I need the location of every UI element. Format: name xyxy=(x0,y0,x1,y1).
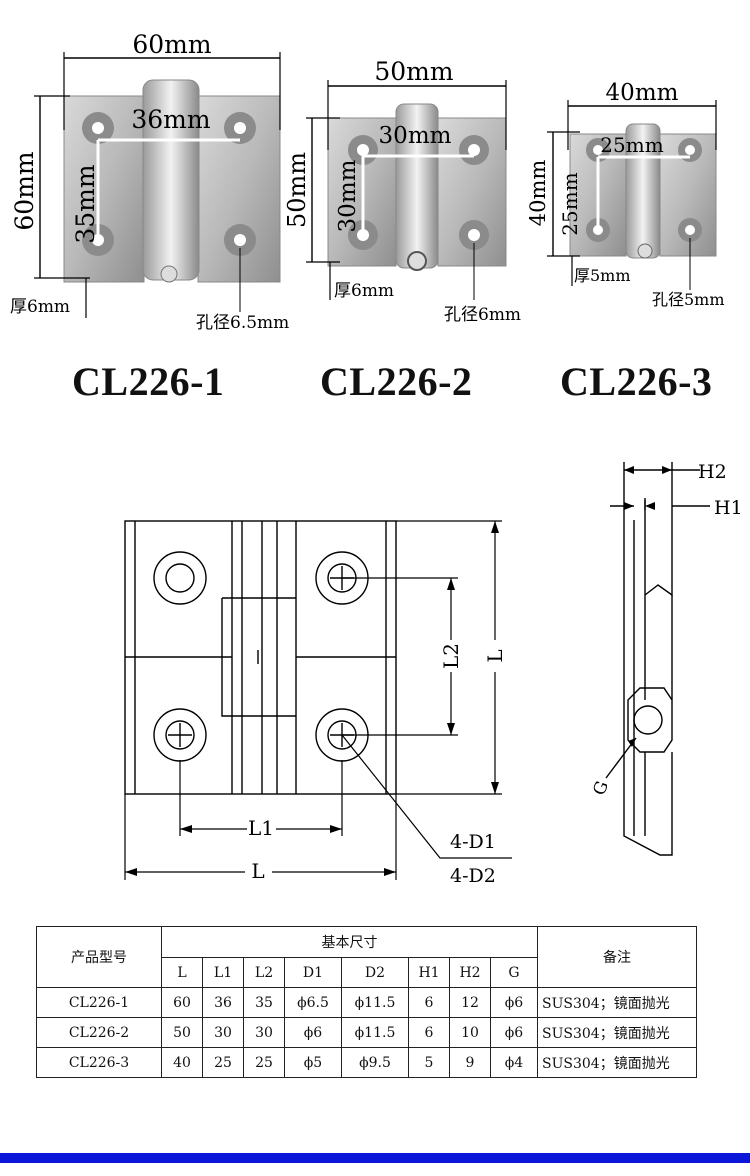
dim-label-d2: 4-D2 xyxy=(450,865,496,887)
width-label: 40mm xyxy=(606,80,679,106)
cell-d1: ϕ5 xyxy=(284,1047,342,1078)
technical-drawing: L L1 L2 L 4-D1 4-D2 H2 H1 G xyxy=(124,461,743,887)
dim-label-l1: L1 xyxy=(248,816,274,840)
column-header: H1 xyxy=(408,957,450,988)
cell-d1: ϕ6 xyxy=(284,1017,342,1048)
model-label-cl226-2: CL226-2 xyxy=(320,359,473,404)
row-model: CL226-3 xyxy=(36,1047,162,1078)
bottom-accent-bar xyxy=(0,1153,750,1163)
cell-d1: ϕ6.5 xyxy=(284,987,342,1018)
cell-l2: 25 xyxy=(243,1047,285,1078)
arrowheads xyxy=(125,521,499,876)
cell-l: 40 xyxy=(161,1047,203,1078)
column-header: D2 xyxy=(341,957,409,988)
table-row: CL226-1 60 36 35 ϕ6.5 ϕ11.5 6 12 ϕ6 SUS3… xyxy=(36,987,697,1018)
cell-g: ϕ6 xyxy=(490,1017,538,1048)
cell-d2: ϕ11.5 xyxy=(341,987,409,1018)
hinge-photos: 60mm 36mm 60mm 35mm 厚6mm 孔径6.5mm 50mm 30… xyxy=(10,30,725,333)
row-model: CL226-2 xyxy=(36,1017,162,1048)
cell-d2: ϕ11.5 xyxy=(341,1017,409,1048)
cell-l2: 35 xyxy=(243,987,285,1018)
thickness-label: 厚6mm xyxy=(334,281,394,301)
hole-label: 孔径5mm xyxy=(652,290,725,309)
pitch-y-label: 35mm xyxy=(71,164,100,244)
height-label: 40mm xyxy=(526,160,550,227)
column-header: H2 xyxy=(449,957,491,988)
cell-h2: 10 xyxy=(449,1017,491,1048)
hole-label: 孔径6mm xyxy=(444,305,521,325)
cell-l1: 30 xyxy=(202,1017,244,1048)
dim-label-h2: H2 xyxy=(698,461,727,483)
dim-label-h1: H1 xyxy=(714,497,743,519)
cell-l2: 30 xyxy=(243,1017,285,1048)
cell-h1: 5 xyxy=(408,1047,450,1078)
pitch-x-label: 36mm xyxy=(131,105,211,134)
model-label-cl226-1: CL226-1 xyxy=(72,359,225,404)
hinge-photo-cl226-1: 60mm 36mm 60mm 35mm 厚6mm 孔径6.5mm xyxy=(10,30,289,333)
pitch-x-label: 30mm xyxy=(379,123,452,149)
dim-label-l-right: L xyxy=(483,649,507,662)
pitch-x-label: 25mm xyxy=(600,133,663,157)
width-label: 60mm xyxy=(132,30,212,59)
cell-g: ϕ6 xyxy=(490,987,538,1018)
pitch-y-label: 30mm xyxy=(335,159,361,232)
cell-l: 60 xyxy=(161,987,203,1018)
table-row: CL226-3 40 25 25 ϕ5 ϕ9.5 5 9 ϕ4 SUS304；镜… xyxy=(36,1047,697,1078)
thickness-label: 厚5mm xyxy=(574,266,631,285)
header-basic-dimensions: 基本尺寸 xyxy=(161,926,538,958)
header-model: 产品型号 xyxy=(36,926,162,988)
cell-l1: 36 xyxy=(202,987,244,1018)
dim-label-l-bottom: L xyxy=(251,859,264,883)
cell-h2: 9 xyxy=(449,1047,491,1078)
column-header: D1 xyxy=(284,957,342,988)
dim-label-d1: 4-D1 xyxy=(450,831,496,853)
height-label: 50mm xyxy=(283,152,311,228)
height-label: 60mm xyxy=(10,151,39,231)
hole-label: 孔径6.5mm xyxy=(196,313,289,333)
dim-label-l2: L2 xyxy=(439,643,463,669)
model-label-cl226-3: CL226-3 xyxy=(560,359,713,404)
thickness-label: 厚6mm xyxy=(10,297,70,317)
front-view xyxy=(124,520,397,795)
cell-l1: 25 xyxy=(202,1047,244,1078)
pitch-y-label: 25mm xyxy=(558,172,582,235)
cell-note: SUS304；镜面抛光 xyxy=(537,1017,697,1048)
hinge-photo-cl226-3: 40mm 25mm 40mm 25mm 厚5mm 孔径5mm xyxy=(526,80,725,309)
column-header: L xyxy=(161,957,203,988)
side-view xyxy=(605,462,710,856)
cell-l: 50 xyxy=(161,1017,203,1048)
cell-note: SUS304；镜面抛光 xyxy=(537,1047,697,1078)
side-arrowheads xyxy=(624,466,672,747)
cell-d2: ϕ9.5 xyxy=(341,1047,409,1078)
header-note: 备注 xyxy=(537,926,697,988)
row-model: CL226-1 xyxy=(36,987,162,1018)
column-header: G xyxy=(490,957,538,988)
cell-g: ϕ4 xyxy=(490,1047,538,1078)
hinge-photo-cl226-2: 50mm 30mm 50mm 30mm 厚6mm 孔径6mm xyxy=(283,57,521,325)
spec-table: 产品型号 基本尺寸 备注 L L1 L2 D1 D2 H1 H2 G CL226… xyxy=(36,926,697,1078)
column-header: L1 xyxy=(202,957,244,988)
cell-h2: 12 xyxy=(449,987,491,1018)
dimension-lines xyxy=(124,520,512,880)
dim-label-g: G xyxy=(590,778,613,798)
column-header: L2 xyxy=(243,957,285,988)
cell-note: SUS304；镜面抛光 xyxy=(537,987,697,1018)
cell-h1: 6 xyxy=(408,987,450,1018)
width-label: 50mm xyxy=(374,57,454,86)
table-row: CL226-2 50 30 30 ϕ6 ϕ11.5 6 10 ϕ6 SUS304… xyxy=(36,1017,697,1048)
cell-h1: 6 xyxy=(408,1017,450,1048)
